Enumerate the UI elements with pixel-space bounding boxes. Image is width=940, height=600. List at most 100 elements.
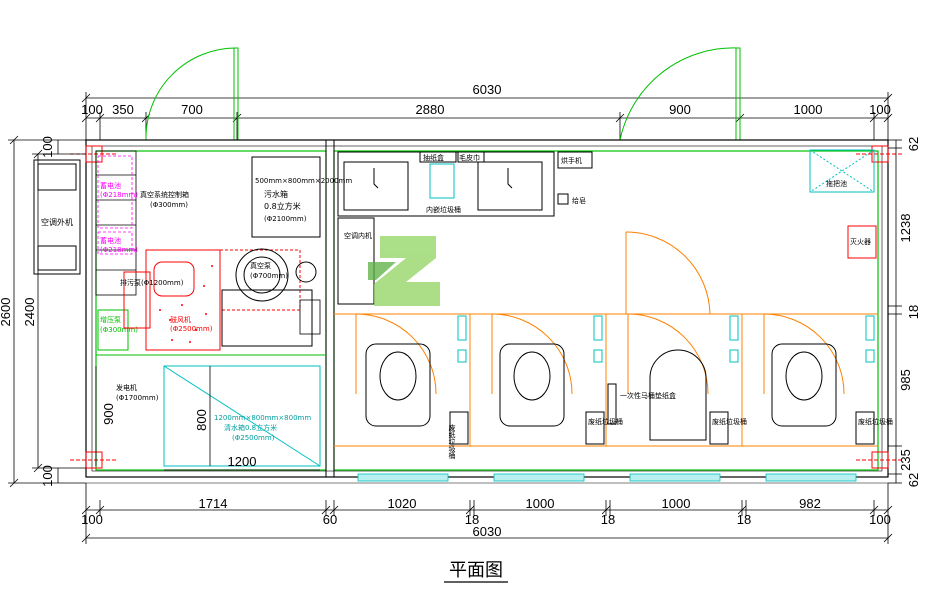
western-toilet — [649, 349, 707, 441]
clean-water-tank — [163, 365, 321, 467]
inner-door — [625, 231, 711, 315]
dim-bot-seg-5: 18 — [465, 512, 479, 527]
dim-bot-seg-3: 60 — [323, 512, 337, 527]
clean-tank-spec1: 1200mm×800mm×800mm — [214, 414, 311, 422]
mop-pool-label: 拖把池 — [826, 179, 847, 188]
tissue-box-label: 抽纸盒 — [423, 153, 444, 162]
blower-spec: (Φ2500mm) — [170, 325, 213, 333]
dim-top-seg-3: 700 — [181, 102, 203, 117]
clean-tank-spec3: (Φ2500mm) — [232, 434, 275, 442]
trash2-label: 废纸垃圾桶 — [588, 417, 623, 426]
disposable-label: 一次性马桶垫纸盒 — [620, 391, 676, 400]
ac-outdoor-unit — [33, 159, 81, 275]
pump-circle — [295, 261, 317, 283]
outer-walls — [85, 139, 889, 478]
logo-watermark — [368, 236, 440, 306]
battery-area — [95, 150, 137, 296]
inner-dims — [95, 366, 320, 471]
bottom-windows — [357, 473, 857, 482]
dim-top-seg-6: 1000 — [794, 102, 823, 117]
extinguisher-box — [847, 225, 877, 259]
machinery-red — [123, 248, 313, 351]
wash-counter — [337, 151, 593, 217]
generator-spec: (Φ1700mm) — [116, 394, 159, 402]
blower-label: 鼓风机 — [170, 315, 191, 324]
dim-bot-seg-11: 100 — [869, 512, 891, 527]
dim-left-900: 900 — [101, 403, 116, 425]
left-dimensions — [8, 135, 86, 488]
dim-top-seg-1: 100 — [81, 102, 103, 117]
battery2-spec: (Φ218mm) — [100, 246, 138, 254]
hand-sanitizer-label: 毛皮巾 — [459, 153, 480, 162]
dim-inner-1200: 1200 — [228, 454, 257, 469]
hand-dryer-label: 烘手机 — [561, 156, 582, 165]
dim-inner-800: 800 — [194, 409, 209, 431]
squat-toilet-4 — [771, 343, 837, 427]
inner-green-walls — [95, 150, 879, 471]
extinguisher-label: 灭火器 — [850, 238, 871, 246]
top-dimensions — [81, 92, 893, 140]
waste-bin-inner-label: 内嵌垃圾桶 — [426, 205, 461, 214]
dim-bot-seg-8: 1000 — [662, 496, 691, 511]
dim-right-2: 1238 — [898, 214, 913, 243]
dim-right-1: 62 — [906, 137, 921, 151]
mop-pool — [809, 149, 875, 193]
vacuum-ctrl-spec: (Φ300mm) — [150, 201, 188, 209]
stall-trash-boxes — [449, 383, 875, 445]
ac-indoor-label: 空调内机 — [344, 231, 372, 240]
dim-bot-seg-4: 1020 — [388, 496, 417, 511]
vacuum-pump-label: 真空泵 — [250, 261, 271, 270]
battery-magenta — [97, 155, 133, 255]
booster-spec: (Φ300mm) — [100, 326, 138, 334]
dim-bot-seg-1: 100 — [81, 512, 103, 527]
sewage-tank-spec2: 0.8立方米 — [264, 201, 301, 211]
top-door-right — [619, 47, 741, 141]
drawing-title: 平面图 — [449, 560, 503, 581]
sewage-tank-box — [251, 156, 321, 238]
dim-bot-seg-10: 982 — [799, 496, 821, 511]
dim-top-seg-7: 100 — [869, 102, 891, 117]
flush-valves — [457, 315, 875, 363]
dim-top-seg-4: 2880 — [416, 102, 445, 117]
top-door-left — [145, 47, 239, 141]
dim-bot-seg-6: 1000 — [526, 496, 555, 511]
battery1-spec: (Φ218mm) — [100, 191, 138, 199]
dim-right-6: 62 — [906, 473, 921, 487]
trash4-label: 废纸垃圾桶 — [858, 417, 893, 426]
dim-left-inner: 2400 — [22, 298, 37, 327]
machinery-dots — [159, 265, 213, 343]
dim-top-seg-5: 900 — [669, 102, 691, 117]
sewage-pump-label: 排污泵(Φ1200mm) — [120, 278, 184, 287]
dim-right-4: 985 — [898, 369, 913, 391]
dim-bot-seg-7: 18 — [601, 512, 615, 527]
dim-right-3: 18 — [906, 305, 921, 319]
generator-label: 发电机 — [116, 383, 137, 392]
booster-label: 增压泵 — [100, 315, 121, 324]
squat-toilet-2 — [499, 343, 565, 427]
ac-indoor-unit — [337, 217, 375, 305]
vacuum-ctrl-label: 真空系统控制箱 — [140, 190, 189, 199]
sewage-tank-spec1: 500mm×800mm×2000mm — [255, 177, 352, 185]
battery1-label: 蓄电池 — [100, 181, 121, 190]
booster-pump-box — [97, 309, 129, 351]
sewage-tank-spec3: (Φ2100mm) — [264, 215, 307, 223]
pump-motor — [299, 299, 321, 335]
clean-tank-spec2: 清水箱0.8立方米 — [224, 423, 277, 432]
ac-outdoor-label: 空调外机 — [41, 217, 73, 227]
bottom-dimensions — [81, 483, 893, 544]
stall-partitions — [355, 313, 845, 446]
squat-toilet-1 — [365, 343, 431, 427]
trash3-label: 废纸垃圾桶 — [712, 417, 747, 426]
dim-bot-seg-9: 18 — [737, 512, 751, 527]
dim-right-5: 235 — [898, 449, 913, 471]
vacuum-pump-spec: (Φ700mm) — [250, 272, 288, 280]
dim-bot-seg-2: 1714 — [199, 496, 228, 511]
dim-top-total: 6030 — [473, 82, 502, 97]
trash1-label: 废纸垃圾桶 — [448, 423, 456, 460]
dim-left-bottom: 100 — [40, 465, 55, 487]
dim-top-seg-2: 350 — [112, 102, 134, 117]
dim-left-total: 2600 — [0, 298, 13, 327]
battery2-label: 蓄电池 — [100, 236, 121, 245]
dim-bot-total: 6030 — [473, 524, 502, 539]
